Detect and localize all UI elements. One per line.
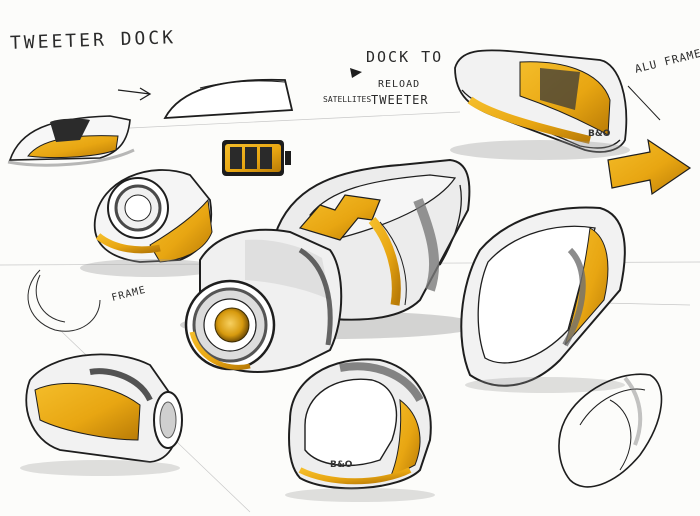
alu-frame-tall [460, 206, 626, 393]
callout-reload: RELOAD [378, 79, 421, 90]
frame-outline-bottom-right [558, 373, 663, 488]
arrow-icon [117, 87, 152, 101]
dock-silhouette-sketch [163, 78, 294, 119]
callout-dock: DOCK TO [366, 48, 444, 66]
battery-icon [222, 140, 291, 176]
tweeter-dock-main [180, 158, 480, 373]
tweeter-module-bottom-left [20, 353, 183, 476]
arrow-icon [607, 138, 692, 196]
frame-outline-sketch [27, 269, 101, 332]
brand-mark: B&O [330, 460, 353, 470]
tweeter-dock-top-right [450, 49, 630, 160]
callout-tweeter: TWEETER [371, 93, 429, 107]
brand-mark: B&O [588, 129, 611, 139]
tweeter-module-bottom-center [285, 358, 435, 502]
callout-satellites: SATELLITES [323, 95, 372, 104]
arrow-icon [350, 68, 362, 78]
tweeter-profile-small [7, 115, 135, 167]
tweeter-module-left [80, 169, 220, 277]
